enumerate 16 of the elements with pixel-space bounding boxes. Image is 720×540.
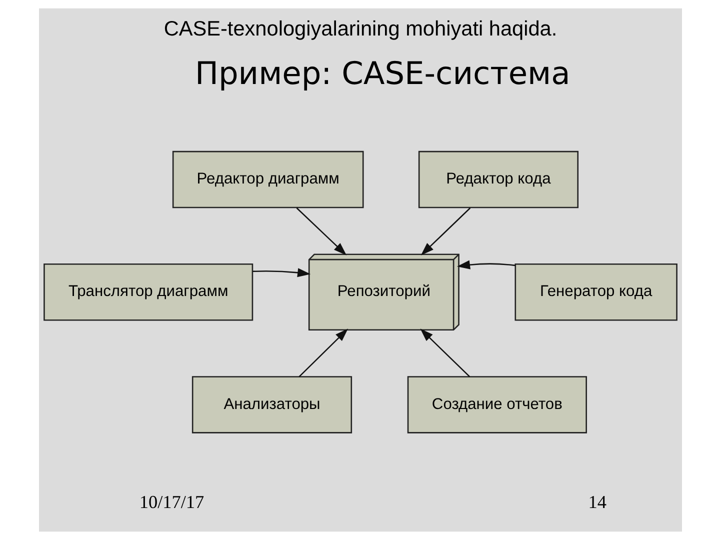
- arrow: [252, 268, 310, 278]
- arrow: [420, 208, 470, 256]
- node-box: Создание отчетов: [406, 376, 586, 434]
- arrow: [298, 328, 348, 378]
- node-box: Транслятор диаграмм: [43, 264, 253, 321]
- node-box: Генератор кода: [514, 264, 677, 321]
- node-box: Анализаторы: [191, 376, 352, 434]
- arrow: [456, 260, 515, 270]
- arrow: [296, 208, 346, 256]
- label: 14: [588, 492, 606, 512]
- arrow: [420, 328, 470, 378]
- label: 10/17/17: [138, 492, 204, 512]
- node-box: Редактор диаграмм: [172, 150, 364, 208]
- node-box: Редактор кода: [418, 150, 578, 208]
- diagram-title: CASE-texnologiyalarining mohiyati haqida.: [163, 17, 557, 40]
- label: Пример: CASE-система: [194, 56, 570, 92]
